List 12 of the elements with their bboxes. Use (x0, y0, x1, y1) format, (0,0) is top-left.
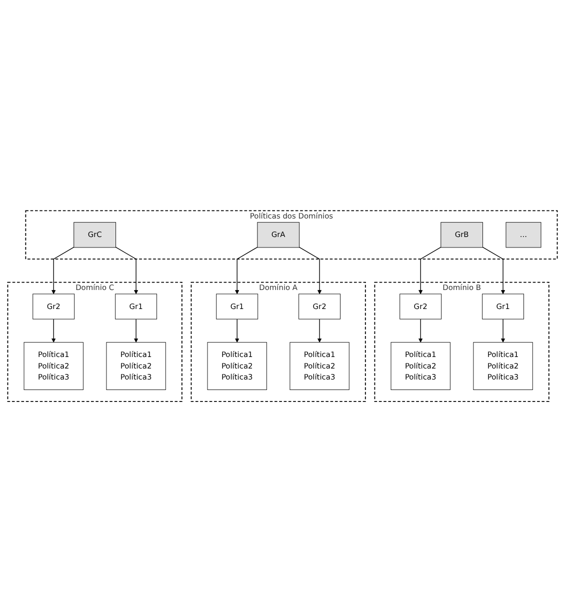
arrow (134, 319, 138, 343)
arrow (52, 319, 56, 343)
arrow (500, 319, 506, 343)
arrow (115, 247, 138, 295)
arrow (418, 319, 423, 343)
arrow (482, 247, 506, 295)
arrow (52, 247, 74, 295)
arrow (235, 247, 258, 295)
arrow (298, 247, 322, 295)
arrow (418, 247, 442, 295)
arrow (235, 319, 240, 343)
arrow (318, 319, 322, 343)
